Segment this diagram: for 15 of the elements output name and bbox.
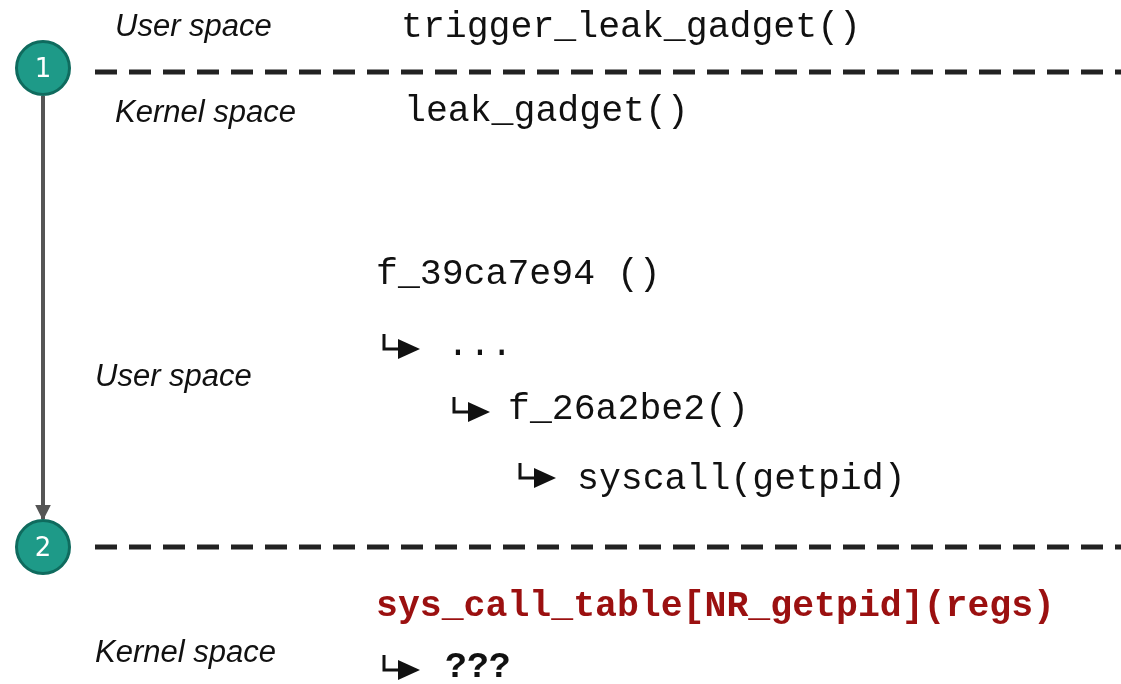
function-call: f_26a2be2() [508,389,749,431]
function-call: leak_gadget() [404,91,689,133]
function-call: trigger_leak_gadget() [401,7,861,49]
step-number-circle: 1 [15,40,71,96]
function-call: sys_call_table[NR_getpid](regs) [376,586,1055,628]
function-call: f_39ca7e94 () [376,254,661,296]
region-label: User space [115,8,272,44]
region-label: User space [95,358,252,394]
region-label: Kernel space [95,634,276,670]
unknown-target: ??? [445,647,511,684]
step-number-circle: 2 [15,519,71,575]
region-label: Kernel space [115,94,296,130]
arrow [35,96,51,521]
function-call: syscall(getpid) [577,459,906,501]
ellipsis-text: ... [447,325,513,367]
